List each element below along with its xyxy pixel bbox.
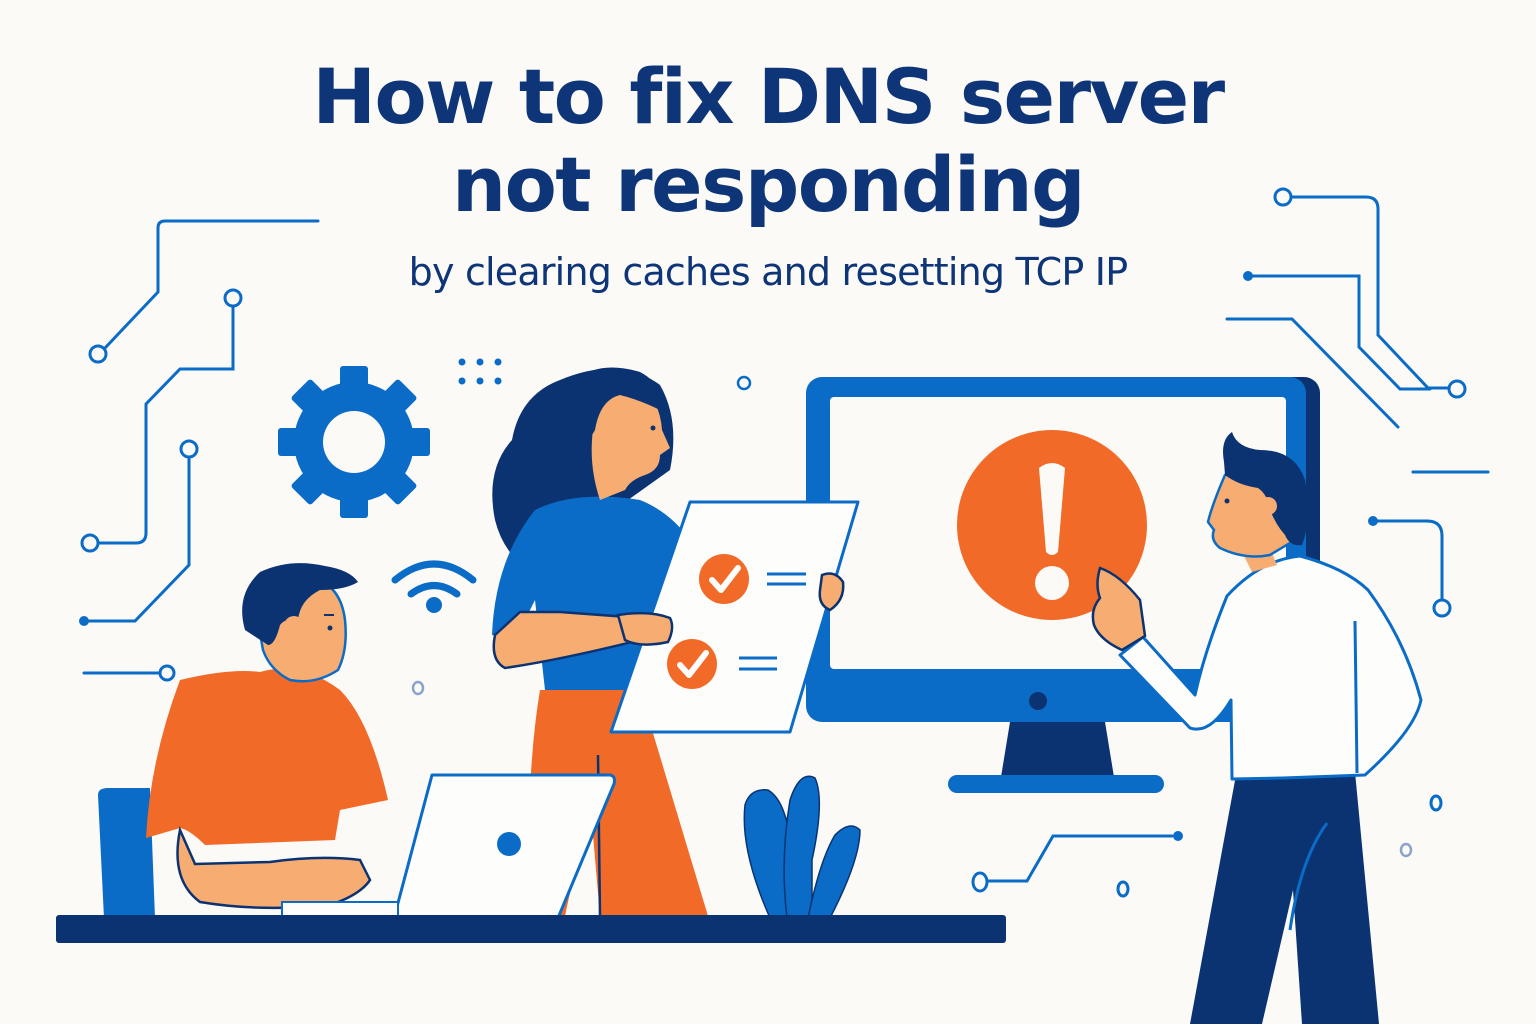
decorative-ring	[736, 375, 752, 391]
decorative-ring	[1399, 842, 1413, 858]
circuit-lines-right	[1225, 187, 1490, 618]
checkmark-icon	[699, 554, 749, 604]
laptop-icon	[281, 773, 616, 920]
man-at-laptop-figure	[98, 563, 616, 920]
checkmark-icon	[667, 639, 717, 689]
decorative-dots	[458, 358, 502, 385]
headline-line-1: How to fix DNS server	[312, 52, 1225, 141]
headline-line-2: not responding	[451, 140, 1086, 229]
plant-icon	[743, 775, 861, 919]
gear-icon	[278, 366, 430, 518]
man-pointing-figure	[1091, 432, 1423, 1024]
checklist-line	[739, 656, 777, 671]
circuit-lines-left	[79, 219, 320, 682]
wifi-icon	[391, 560, 477, 613]
checklist-line	[767, 572, 806, 586]
monitor-power-button	[1029, 692, 1047, 710]
desk	[56, 915, 1006, 943]
decorative-ring	[411, 680, 425, 696]
subtitle: by clearing caches and resetting TCP IP	[408, 250, 1128, 294]
circuit-lines-bottom	[971, 794, 1443, 898]
